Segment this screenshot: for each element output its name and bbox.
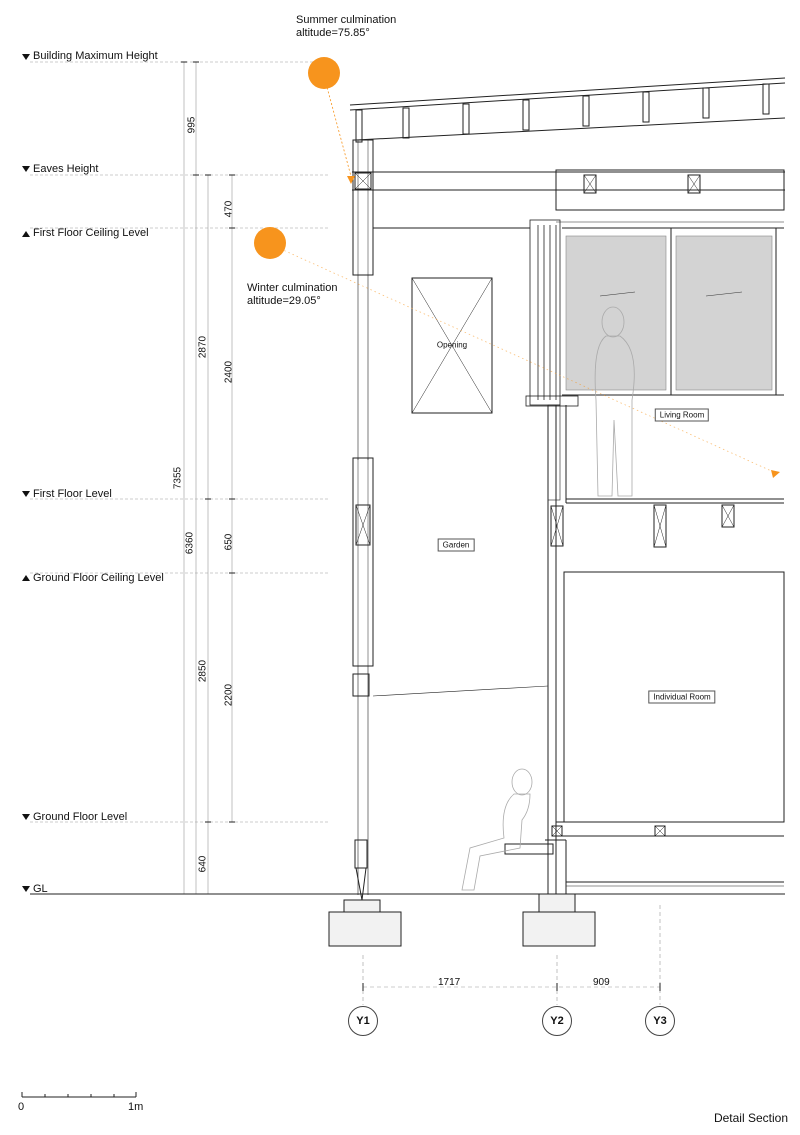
grid-axis-y1: Y1 — [348, 1006, 378, 1036]
grid-ticks — [362, 983, 661, 991]
scale-end-label: 1m — [128, 1101, 144, 1113]
footings — [328, 893, 596, 947]
label-opening: Opening — [436, 340, 468, 350]
marker-down-ff — [22, 491, 30, 497]
label-individual-room: Individual Room — [648, 690, 716, 704]
winter-title: Winter culmination — [247, 282, 338, 294]
dim-995: 995 — [186, 116, 198, 134]
level-markers — [22, 54, 30, 892]
dim-2200: 2200 — [223, 683, 235, 707]
dim-650: 650 — [223, 533, 235, 551]
glazed-screen — [525, 219, 579, 407]
winter-sun — [254, 227, 286, 259]
summer-sun — [308, 57, 340, 89]
marker-up-gf-ceiling — [22, 575, 30, 581]
level-label-gf-ceiling: Ground Floor Ceiling Level — [33, 572, 164, 584]
level-label-gf: Ground Floor Level — [33, 811, 128, 823]
marker-down-eaves — [22, 166, 30, 172]
marker-down-gf — [22, 814, 30, 820]
middle-wall — [547, 404, 564, 894]
dim-470: 470 — [223, 200, 235, 218]
human-figures — [461, 306, 635, 891]
summer-ray-arrow — [347, 176, 355, 184]
courtyard-frame — [372, 227, 549, 697]
winter-altitude: altitude=29.05° — [247, 295, 321, 307]
scale-start-label: 0 — [18, 1101, 25, 1113]
winter-culmination-note: Winter culmination altitude=29.05° — [247, 282, 337, 308]
level-label-ff-ceiling: First Floor Ceiling Level — [33, 227, 149, 239]
grid-axis-y3: Y3 — [645, 1006, 675, 1036]
dim-909: 909 — [593, 977, 610, 988]
first-floor-slab — [565, 405, 784, 548]
summer-culmination-note: Summer culmination altitude=75.85° — [296, 14, 396, 40]
drawing-caption: Detail Section — [713, 1111, 788, 1125]
dim-2400: 2400 — [223, 360, 235, 384]
dim-6360: 6360 — [184, 531, 196, 555]
individual-room-box — [551, 571, 785, 887]
dimension-lines — [183, 62, 233, 894]
bench — [504, 839, 567, 894]
marker-down-max — [22, 54, 30, 60]
dim-2870: 2870 — [197, 335, 209, 359]
level-label-max-height: Building Maximum Height — [33, 50, 158, 62]
dim-1717: 1717 — [438, 977, 461, 988]
label-garden: Garden — [437, 538, 475, 552]
summer-altitude: altitude=75.85° — [296, 27, 370, 39]
grid-axis-lines — [362, 905, 661, 1005]
marker-up-ff-ceiling — [22, 231, 30, 237]
grid-axis-y2: Y2 — [542, 1006, 572, 1036]
marker-down-gl — [22, 886, 30, 892]
level-label-ff: First Floor Level — [33, 488, 112, 500]
left-column — [352, 139, 374, 901]
living-windows — [562, 227, 784, 396]
level-label-eaves: Eaves Height — [33, 163, 99, 175]
dimension-ticks — [181, 61, 235, 895]
scale-bar — [21, 1092, 137, 1098]
sun-rays — [271, 75, 779, 475]
level-lines — [30, 61, 330, 823]
dim-640: 640 — [197, 855, 209, 873]
dim-7355: 7355 — [172, 466, 184, 490]
roof — [349, 77, 786, 143]
opening-skylight — [411, 277, 493, 414]
eaves-beams — [352, 169, 785, 223]
label-living-room: Living Room — [654, 408, 710, 422]
level-label-gl: GL — [33, 883, 48, 895]
winter-ray-arrow — [771, 470, 780, 478]
dim-2850: 2850 — [197, 659, 209, 683]
summer-title: Summer culmination — [296, 14, 397, 26]
